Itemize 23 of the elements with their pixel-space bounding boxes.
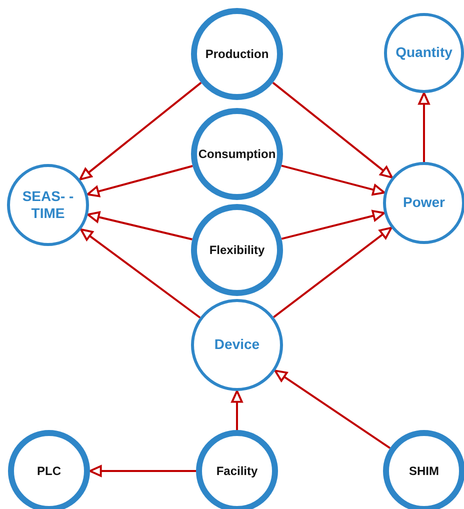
node-label: Power <box>402 194 445 212</box>
arrow <box>273 226 392 318</box>
node-label: SHIM <box>409 464 439 478</box>
arrow <box>79 82 202 180</box>
node-label: Consumption <box>198 146 276 162</box>
node-circle <box>383 430 464 509</box>
arrow <box>418 92 430 162</box>
arrow <box>80 228 201 318</box>
node-label: Production <box>205 46 269 62</box>
node-label: Quantity <box>396 44 452 62</box>
arrow <box>281 164 386 196</box>
node-label: Facility <box>216 464 258 478</box>
node-label: SEAS- -TIME <box>22 188 74 222</box>
node-label: PLC <box>37 464 61 478</box>
arrow <box>281 210 386 240</box>
arrow <box>86 165 193 198</box>
arrow <box>86 211 192 240</box>
node-label: Flexibility <box>209 242 265 258</box>
arrow <box>231 390 243 430</box>
arrow <box>272 82 393 178</box>
arrow <box>274 370 391 449</box>
arrow <box>89 465 196 477</box>
node-label: Device <box>214 336 260 354</box>
